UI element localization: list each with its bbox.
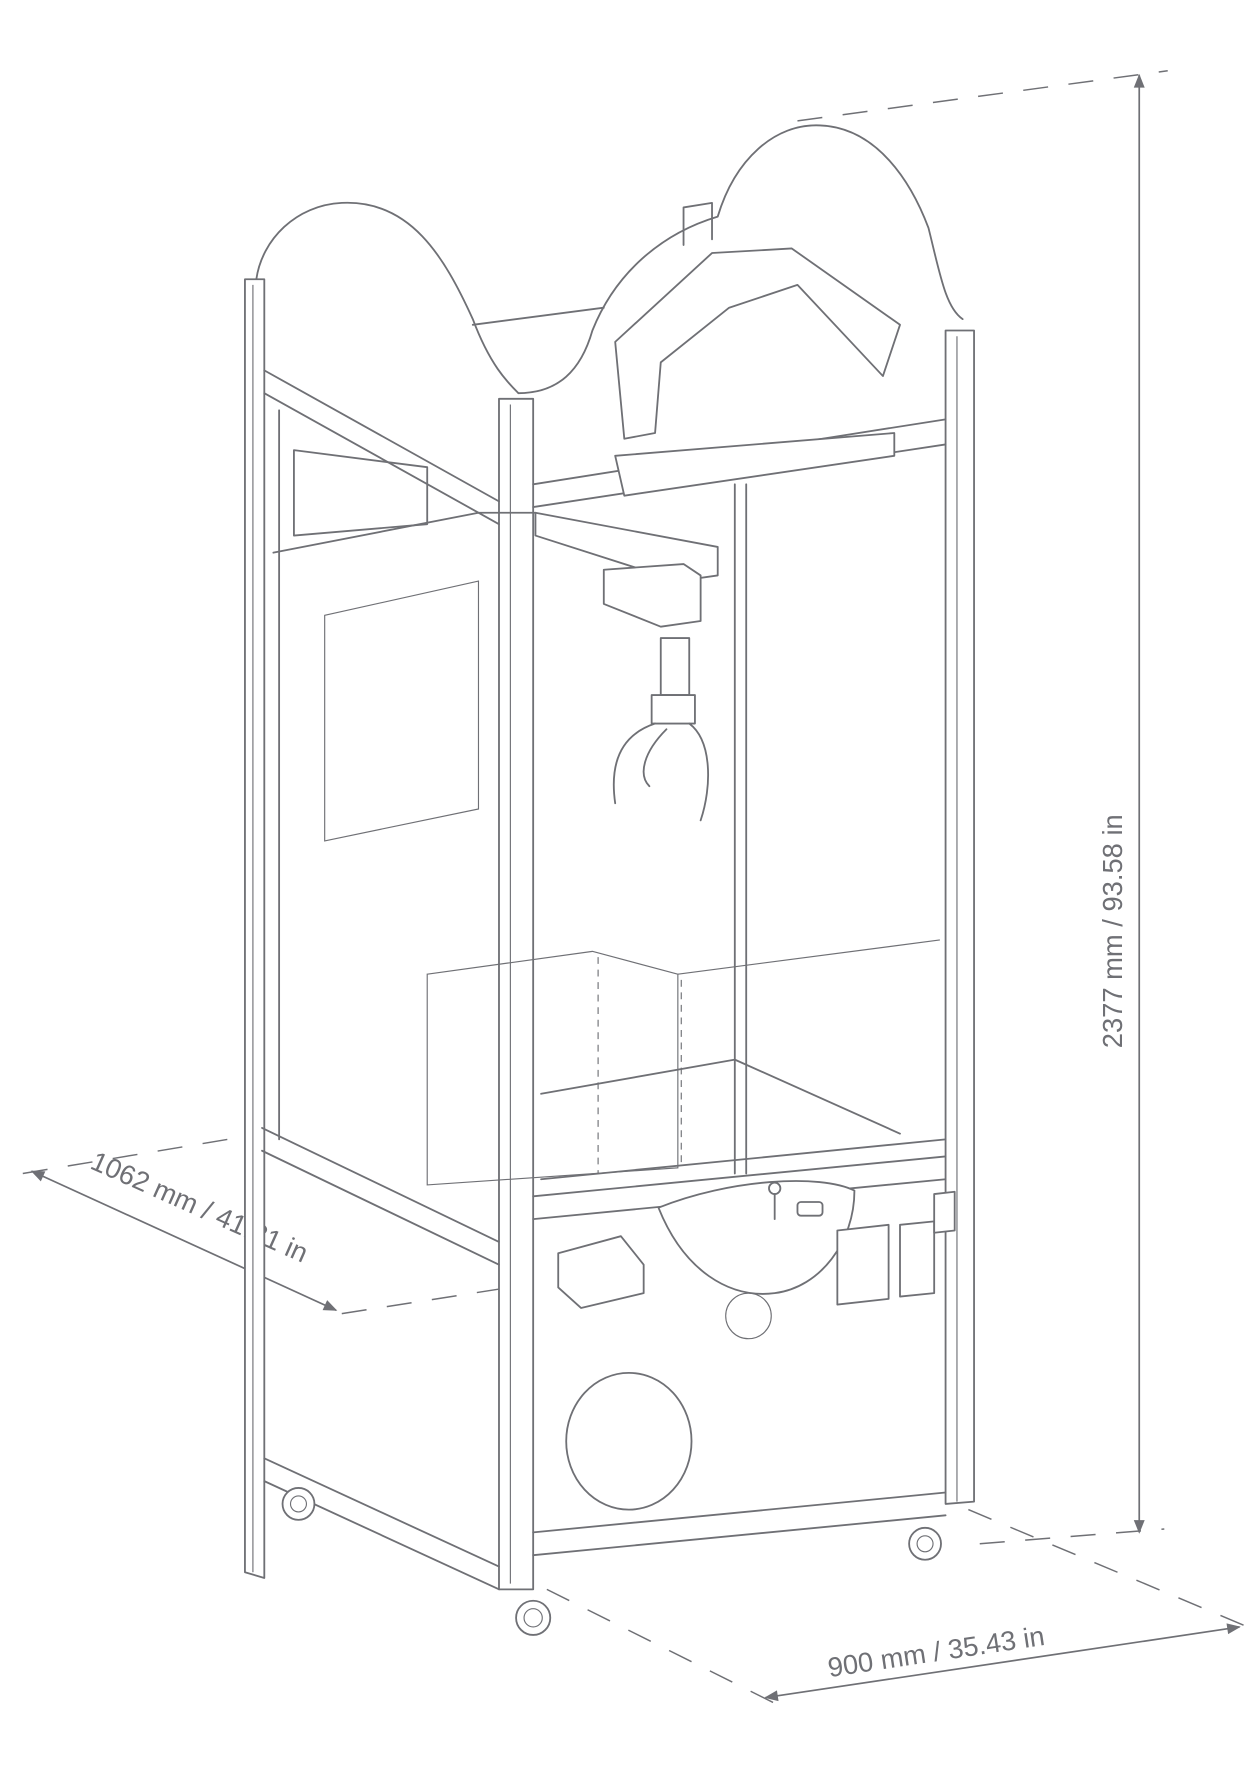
front-right-post [944, 329, 975, 1505]
cabinet [244, 124, 975, 1636]
card-reader-screen [557, 1235, 645, 1309]
header-frame [614, 247, 901, 440]
bill-acceptor [836, 1223, 890, 1306]
depth-label: 1062 mm / 41.81 in [86, 1145, 312, 1268]
push-button [796, 1201, 824, 1217]
extension-lines [22, 70, 1254, 1704]
side-base-rail [261, 1127, 500, 1266]
claw [612, 637, 709, 822]
casters [281, 1487, 942, 1636]
claw-motor-box [602, 563, 702, 628]
back-left-post [244, 278, 266, 1579]
width-dimension-line [764, 1623, 1241, 1702]
speaker-grille [725, 1292, 772, 1340]
left-arch [255, 201, 520, 395]
coin-slot [933, 1190, 956, 1234]
prize-door [565, 1371, 693, 1511]
front-left-post [498, 397, 535, 1591]
coin-mech [899, 1220, 936, 1298]
width-label: 900 mm / 35.43 in [826, 1620, 1047, 1683]
depth-dimension-line [30, 1170, 338, 1312]
control-panel [657, 1180, 856, 1295]
height-label: 2377 mm / 93.58 in [1097, 814, 1128, 1048]
